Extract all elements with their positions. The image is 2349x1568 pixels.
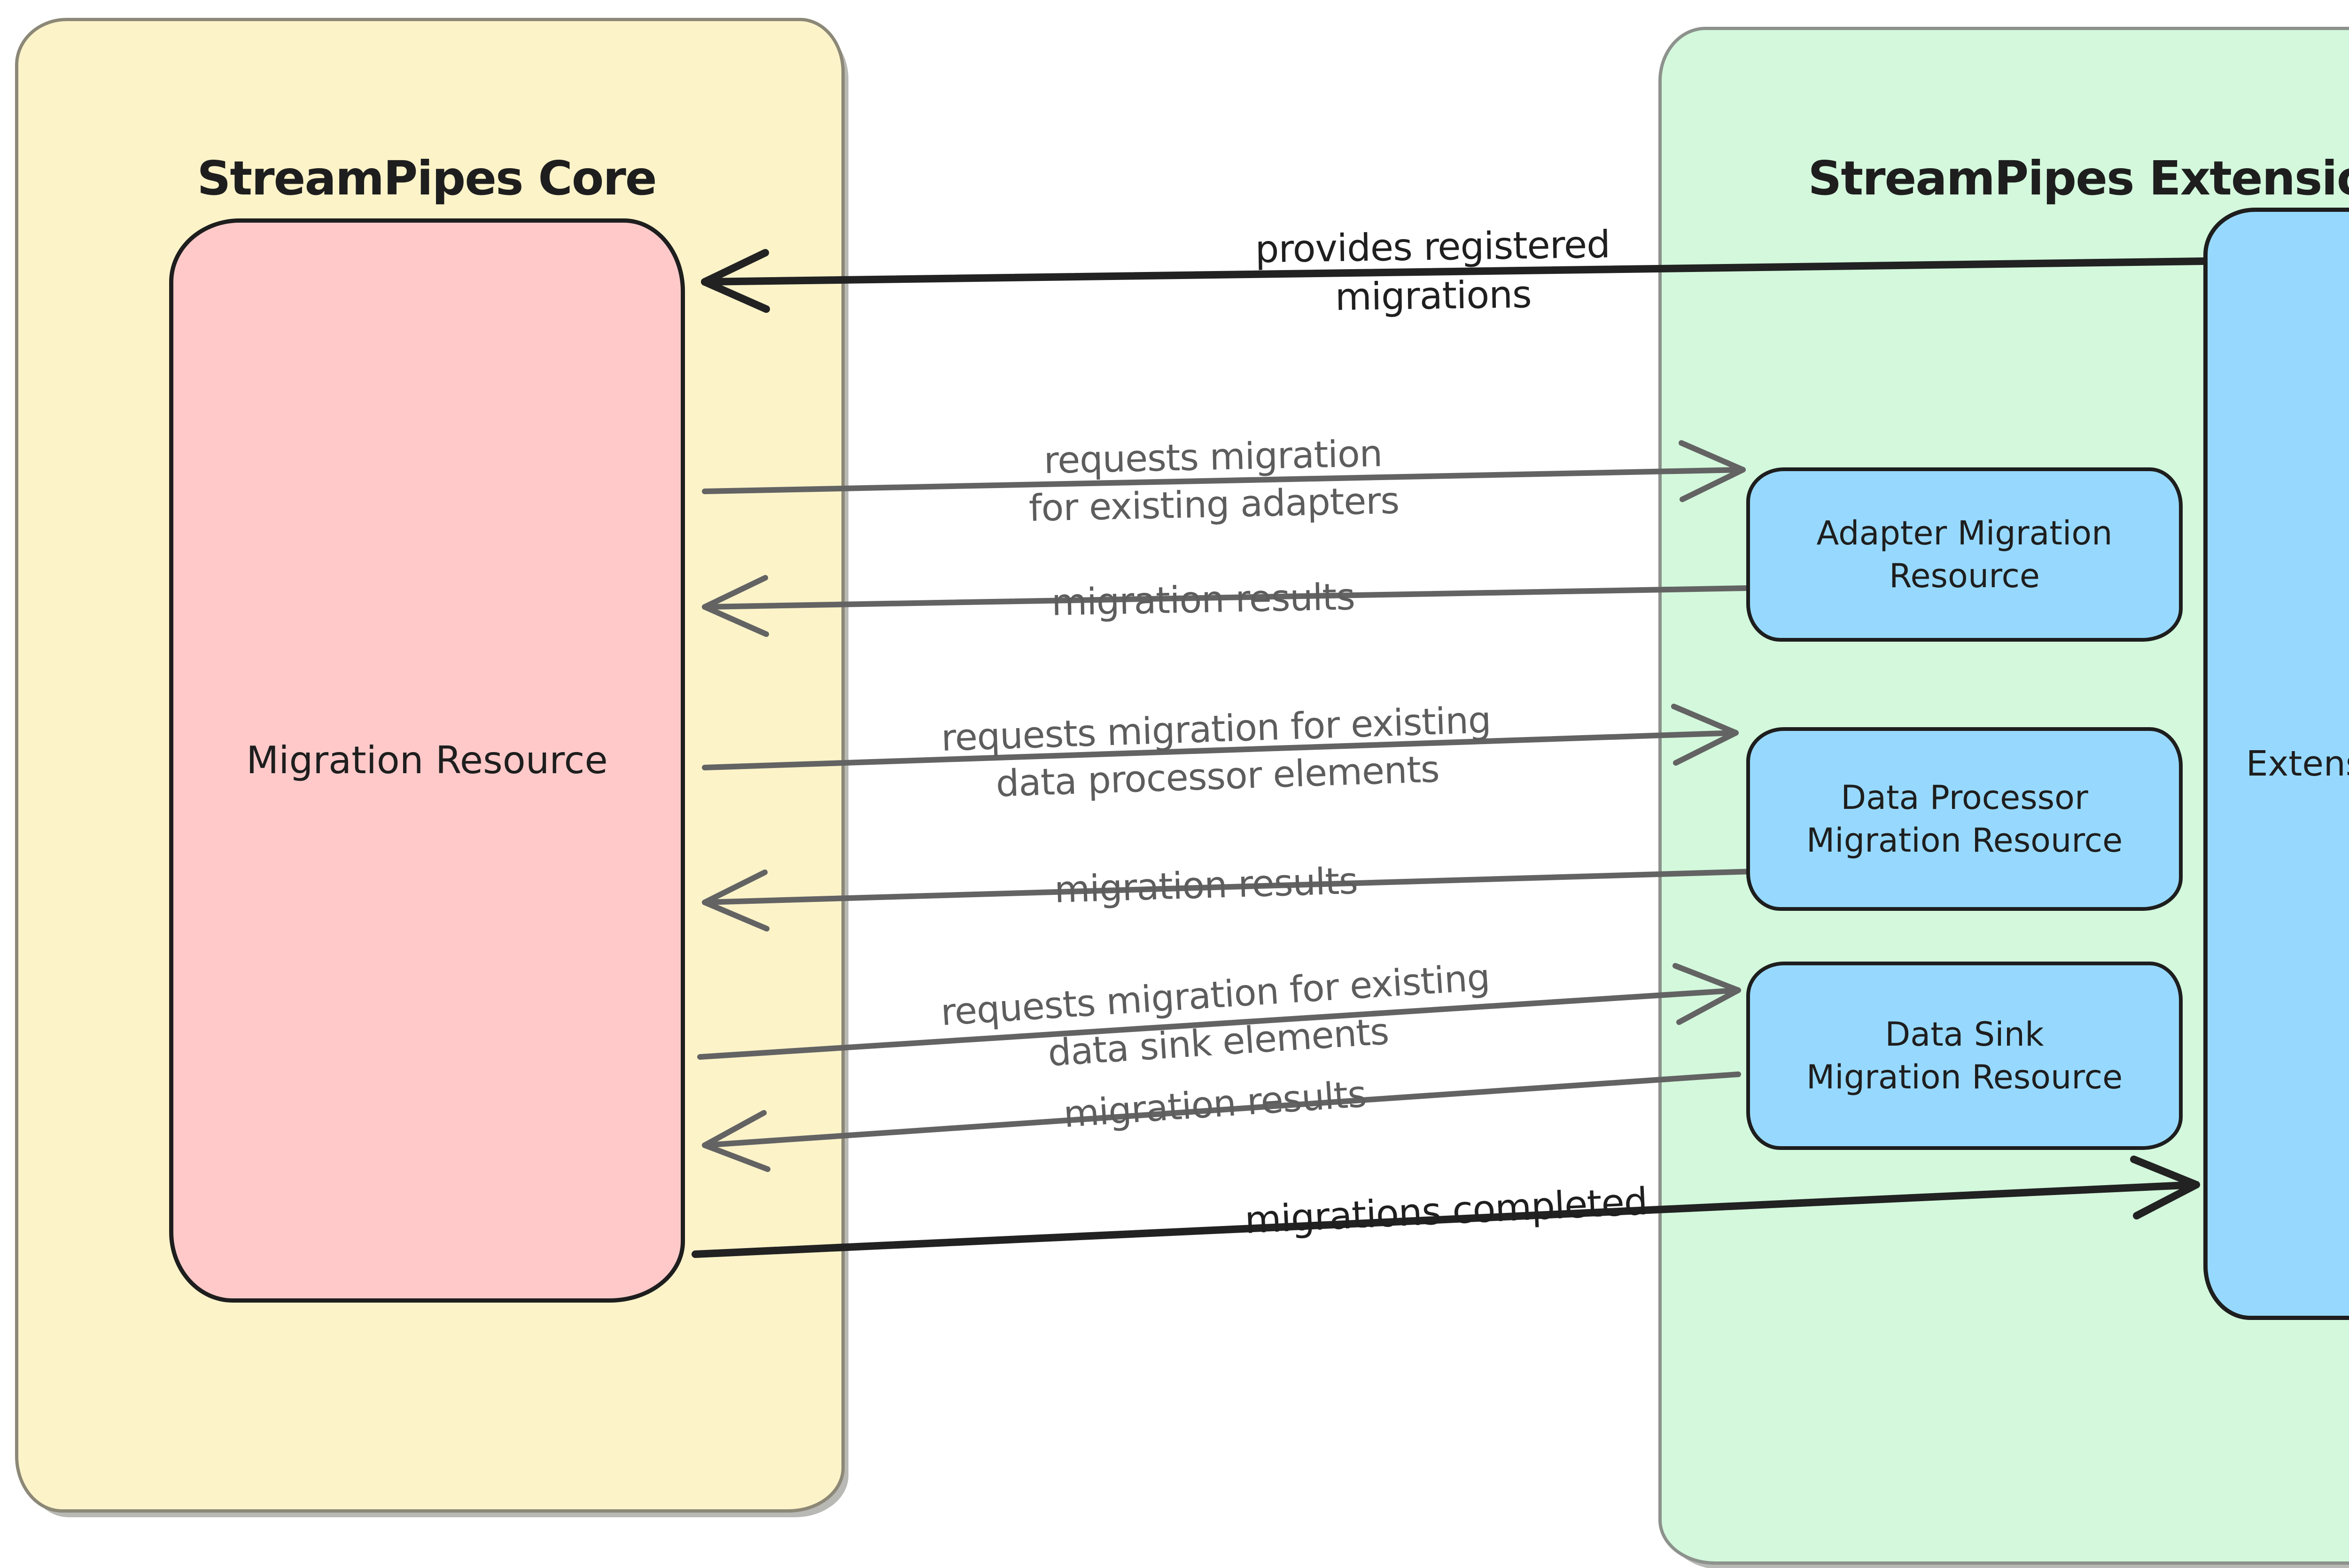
node-data-processor-migration-resource: Data Processor Migration Resource xyxy=(1746,727,2183,911)
edge-label-requests-migration-data-processor: requests migration for existing data pro… xyxy=(940,699,1492,806)
node-extensions-model-submitter: ExtensionsModelSubmitter xyxy=(2203,208,2349,1320)
data-processor-migration-resource-label: Data Processor Migration Resource xyxy=(1806,778,2123,860)
extensions-container-title: StreamPipes Extensions Service xyxy=(1808,151,2349,206)
edge-label-requests-migration-adapters: requests migration for existing adapters xyxy=(1028,433,1400,530)
edge-label-migration-results-adapters: migration results xyxy=(1051,576,1355,624)
edge-label-migration-results-data-sink: migration results xyxy=(1062,1073,1368,1136)
core-container-title: StreamPipes Core xyxy=(197,151,657,206)
edge-label-migration-results-data-processor: migration results xyxy=(1054,860,1358,911)
edge-label-provides-registered-migrations: provides registered migrations xyxy=(1255,222,1610,319)
node-migration-resource: Migration Resource xyxy=(169,218,685,1303)
node-data-sink-migration-resource: Data Sink Migration Resource xyxy=(1746,962,2183,1150)
node-adapter-migration-resource: Adapter Migration Resource xyxy=(1746,467,2183,642)
edge-label-requests-migration-data-sink: requests migration for existing data sin… xyxy=(939,956,1491,1075)
edge-label-migrations-completed: migrations completed xyxy=(1244,1179,1649,1242)
adapter-migration-resource-label: Adapter Migration Resource xyxy=(1816,513,2113,595)
data-sink-migration-resource-label: Data Sink Migration Resource xyxy=(1806,1015,2123,1096)
extensions-model-submitter-label: ExtensionsModelSubmitter xyxy=(2246,743,2349,784)
migration-resource-label: Migration Resource xyxy=(246,738,608,782)
